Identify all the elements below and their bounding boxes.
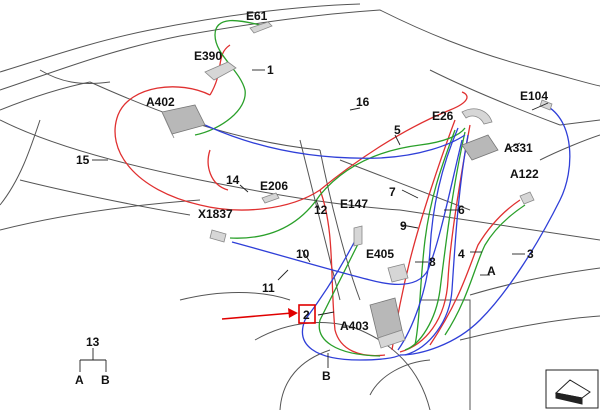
highlight-box [298,304,316,324]
label-a122: A122 [510,167,539,181]
label-a331: A331 [504,141,533,155]
component-a402 [161,104,206,139]
component-e390 [204,61,237,81]
component-e61 [249,21,273,34]
highlight-arrow [221,304,316,324]
green-wiring-harness [194,19,526,357]
component-e405 [387,263,409,283]
label-13: 13 [86,335,100,349]
label-e26: E26 [432,109,454,123]
component-e206 [261,192,280,204]
label-3: 3 [527,247,534,261]
legend-13 [79,348,107,372]
component-a403 [369,297,406,349]
label-13-a: A [75,373,84,387]
label-13-b: B [101,373,110,387]
vehicle-view-icon [545,369,599,409]
label-4: 4 [458,247,465,261]
component-e104 [539,99,553,111]
label-a: A [487,264,496,278]
component-a122 [519,191,535,205]
component-x1837 [209,229,227,243]
blue-wiring-harness [204,104,571,361]
label-16: 16 [356,95,370,109]
label-14: 14 [226,173,240,187]
label-e206: E206 [260,179,288,193]
label-11: 11 [262,281,275,295]
label-12: 12 [314,203,328,217]
label-1: 1 [267,63,274,77]
label-5: 5 [394,123,401,137]
leader-lines [92,69,549,368]
component-e26 [461,108,493,125]
label-2: 2 [303,308,310,322]
label-e104: E104 [520,89,548,103]
label-e147: E147 [340,197,368,211]
label-x1837: X1837 [198,207,233,221]
label-9: 9 [400,219,407,233]
label-e405: E405 [366,247,394,261]
label-8: 8 [429,255,436,269]
label-e61: E61 [246,9,268,23]
label-15: 15 [76,153,90,167]
component-a331 [461,134,499,161]
label-b: B [322,369,331,383]
label-e390: E390 [194,49,222,63]
label-7: 7 [389,185,396,199]
label-6: 6 [458,203,465,217]
diagram-labels: E61 E390 1 A402 16 E26 E104 5 A331 15 14… [75,9,548,387]
label-a403: A403 [340,319,369,333]
label-10: 10 [296,247,310,261]
label-a402: A402 [146,95,175,109]
component-e147 [353,225,363,247]
